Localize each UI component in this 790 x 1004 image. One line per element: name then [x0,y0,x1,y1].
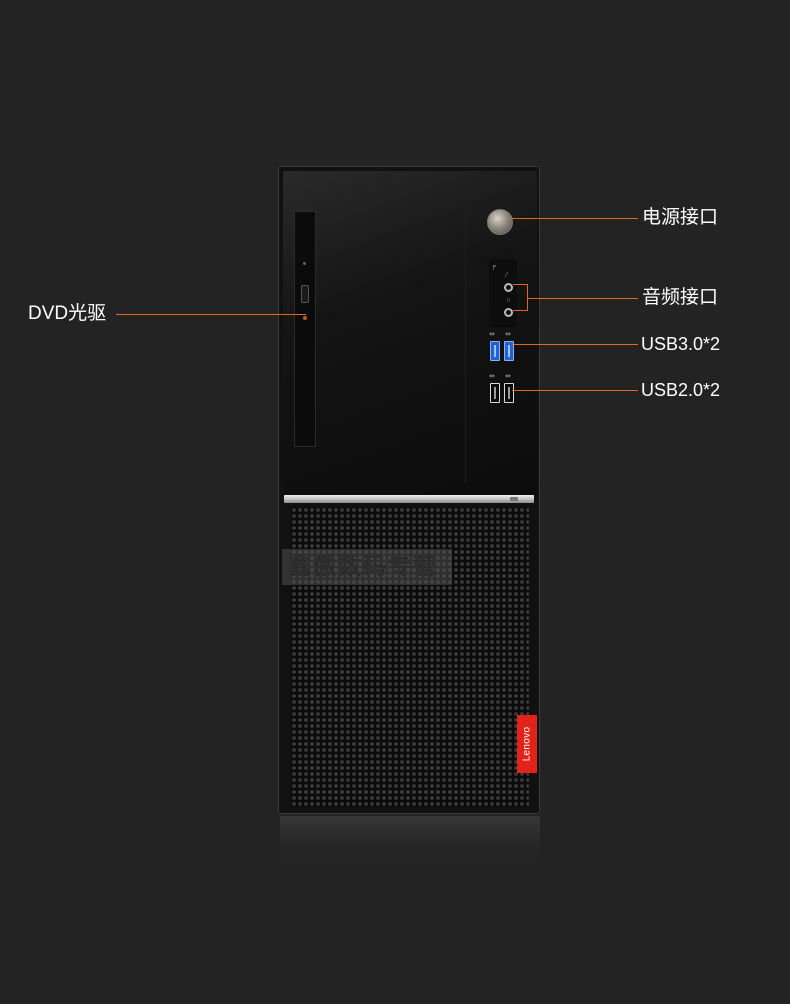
drive-led [303,316,307,320]
silver-trim-strip [284,495,534,503]
callout-line-usb2 [512,390,638,391]
callout-line-dvd [116,314,306,315]
usb-symbol-icon: ⇹ [505,373,511,380]
callout-label-audio: 音频接口 [642,287,719,308]
port-glyph-icon: ╒ [491,263,496,270]
callout-line-audio-bracket [527,284,528,311]
drive-activity-dot [303,262,306,265]
microphone-jack-icon: ⁄ [506,272,508,279]
callout-line-usb3 [512,344,638,345]
usb-port-icon [490,341,500,361]
usb-port-icon [504,341,514,361]
callout-label-power: 电源接口 [642,207,719,228]
callout-line-audio-top [513,284,528,285]
usb-port-icon [490,383,500,403]
brand-logo-text: Lenovo [521,726,533,762]
front-glossy-panel: ╒ ⁄ ∩ ⇹ ⇹ ⇹ ⇹ [283,171,537,495]
callout-label-dvd: DVD光驱 [28,303,107,324]
audio-port-strip [489,259,517,327]
callout-label-usb3: USB3.0*2 [641,334,721,354]
callout-line-audio [527,298,638,299]
headphone-jack-icon: ∩ [506,297,512,304]
usb-symbol-icon: ⇹ [505,331,511,338]
power-button-icon [487,209,513,235]
trim-notch [510,497,518,501]
headphone-jack [504,308,513,317]
optical-drive-icon [294,211,316,447]
usb-symbol-icon: ⇹ [489,331,495,338]
brand-logo: Lenovo [517,715,537,773]
eject-button-icon [301,285,309,303]
callout-line-audio-bottom [513,310,528,311]
callout-line-power [510,218,638,219]
usb-port-icon [504,383,514,403]
desktop-tower: ╒ ⁄ ∩ ⇹ ⇹ ⇹ ⇹ Lenovo [278,166,540,814]
shop-watermark: 鑫傲数码专营 [282,549,452,585]
usb-symbol-icon: ⇹ [489,373,495,380]
panel-divider [465,177,466,483]
floor-reflection [280,816,540,876]
callout-label-usb2: USB2.0*2 [641,380,721,400]
microphone-jack [504,283,513,292]
